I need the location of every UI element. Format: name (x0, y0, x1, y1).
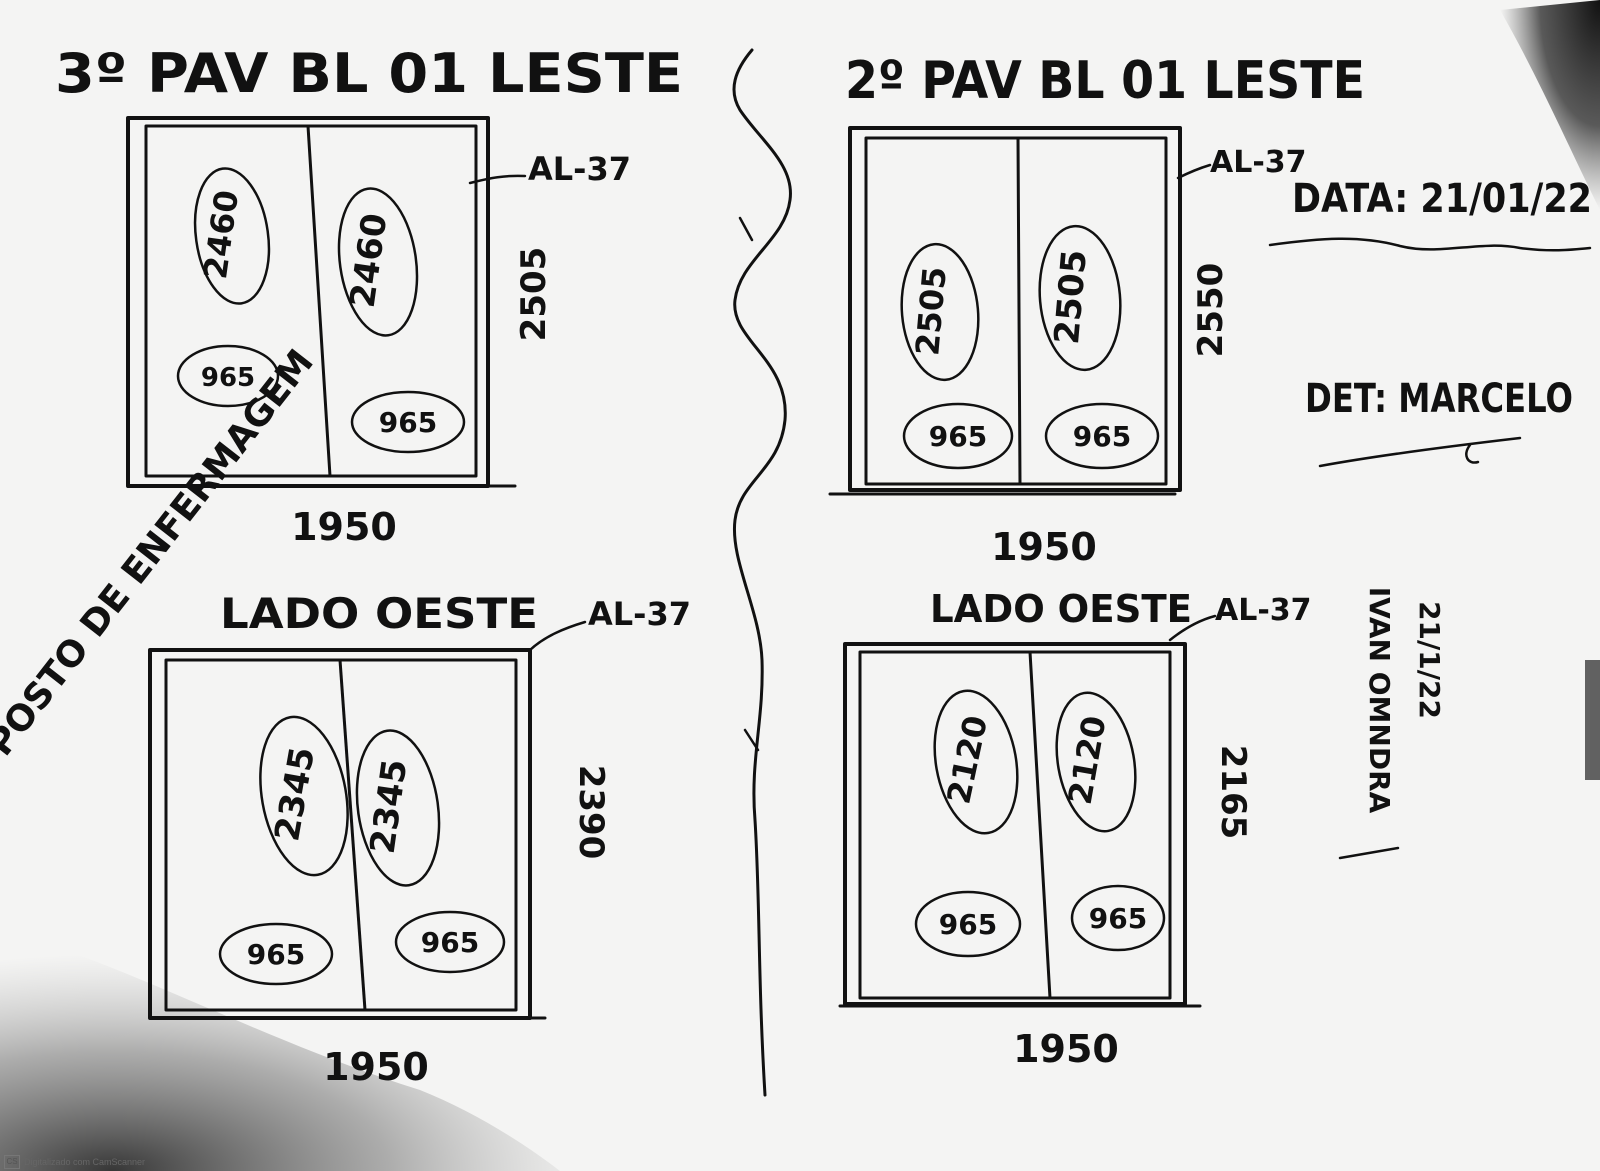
window-mullion (1016, 136, 1022, 486)
window-frame-inner (864, 136, 1168, 486)
window-mullion (306, 124, 332, 478)
pane-top-ellipse (193, 167, 271, 305)
pane-bottom-ellipse (1044, 402, 1160, 470)
pane-bottom-ellipse (350, 390, 466, 454)
window-mullion (338, 658, 367, 1012)
signature-stroke (1338, 846, 1400, 860)
pane-top-value: 2345 (267, 744, 323, 844)
window-bottom-left: LADO OESTE 2345 2345 965 965 AL-37 2390 … (148, 589, 691, 1089)
date-note: DATA: 21/01/22 (1292, 176, 1592, 222)
pane-top-value: 2120 (939, 712, 995, 807)
window-label: LADO OESTE (220, 589, 538, 638)
pane-top-value: 2505 (1047, 248, 1095, 346)
scanner-watermark: CS Digitalizado com CamScanner (4, 1155, 145, 1169)
tag-leader-line (1168, 614, 1217, 642)
tag-leader-line (1176, 163, 1212, 180)
pane-top-value: 2460 (343, 211, 396, 310)
window-width-dim: 1950 (291, 505, 397, 549)
window-frame-outer (148, 648, 532, 1020)
pane-bottom-value: 965 (201, 363, 255, 393)
det-note-underline (1318, 436, 1522, 468)
tag-leader-line (528, 620, 587, 652)
left-title: 3º PAV BL 01 LESTE (55, 42, 683, 105)
date-note-underline (1268, 237, 1592, 252)
pane-top-ellipse (933, 689, 1019, 835)
window-width-dim: 1950 (323, 1045, 429, 1089)
pane-bottom-value: 965 (379, 406, 437, 439)
vertical-date: 21/1/22 (1413, 601, 1446, 719)
pane-top-ellipse (337, 187, 419, 337)
window-tag: AL-37 (528, 150, 631, 188)
pane-bottom-value: 965 (939, 908, 997, 941)
window-mullion (1028, 650, 1052, 1000)
pane-bottom-value: 965 (929, 420, 987, 453)
pane-top-ellipse (1055, 691, 1137, 833)
window-height-dim: 2550 (1191, 263, 1231, 358)
top-right-corner-shadow (1500, 0, 1600, 210)
right-title: 2º PAV BL 01 LESTE (845, 51, 1365, 111)
pane-top-value: 2460 (196, 188, 246, 281)
pane-top-ellipse (355, 729, 441, 887)
window-width-dim: 1950 (991, 525, 1097, 569)
tag-leader-line (468, 174, 527, 185)
pane-bottom-ellipse (902, 402, 1014, 470)
scanner-watermark-text: Digitalizado com CamScanner (24, 1157, 146, 1167)
window-tag: AL-37 (1210, 145, 1307, 180)
det-note: DET: MARCELO (1305, 376, 1573, 422)
pane-bottom-ellipse (914, 890, 1022, 958)
window-height-dim: 2390 (571, 765, 611, 860)
window-bottom-right: LADO OESTE AL-37 2120 2120 965 965 2165 … (838, 587, 1312, 1071)
window-top-right: 2505 2505 965 965 AL-37 2550 1950 (828, 126, 1307, 569)
camscanner-logo-icon: CS (4, 1155, 20, 1169)
window-tag: AL-37 (588, 595, 691, 633)
pane-bottom-value: 965 (1073, 420, 1131, 453)
pane-bottom-ellipse (394, 910, 506, 974)
bottom-left-shadow (0, 930, 560, 1171)
pane-bottom-ellipse (218, 922, 334, 986)
pane-bottom-value: 965 (1089, 902, 1147, 935)
pane-bottom-ellipse (176, 344, 280, 408)
pane-top-value: 2345 (363, 757, 416, 856)
divider-tick-mid (743, 728, 760, 752)
vertical-signature: IVAN OMNDRA (1363, 587, 1396, 814)
divider-tick-top (738, 216, 754, 242)
window-tag: AL-37 (1215, 593, 1312, 628)
side-note-posto-enfermagem: POSTO DE ENFERMAGEM (0, 342, 322, 764)
window-frame-outer (848, 126, 1182, 492)
window-height-dim: 2505 (514, 247, 554, 342)
pane-top-ellipse (900, 242, 980, 382)
window-width-dim: 1950 (1013, 1027, 1119, 1071)
pane-bottom-value: 965 (247, 938, 305, 971)
pane-top-ellipse (1038, 224, 1122, 372)
right-edge-shadow (1585, 660, 1600, 780)
pane-top-ellipse (259, 715, 349, 877)
pane-top-value: 2505 (908, 265, 954, 357)
window-frame-inner (144, 124, 478, 478)
window-frame-inner (858, 650, 1172, 1000)
pane-bottom-value: 965 (421, 926, 479, 959)
center-divider-line (732, 48, 792, 1097)
pane-top-value: 2120 (1061, 713, 1114, 807)
pane-bottom-ellipse (1070, 884, 1166, 952)
window-frame-outer (843, 642, 1187, 1006)
window-label: LADO OESTE (930, 587, 1192, 631)
window-height-dim: 2165 (1213, 745, 1253, 840)
